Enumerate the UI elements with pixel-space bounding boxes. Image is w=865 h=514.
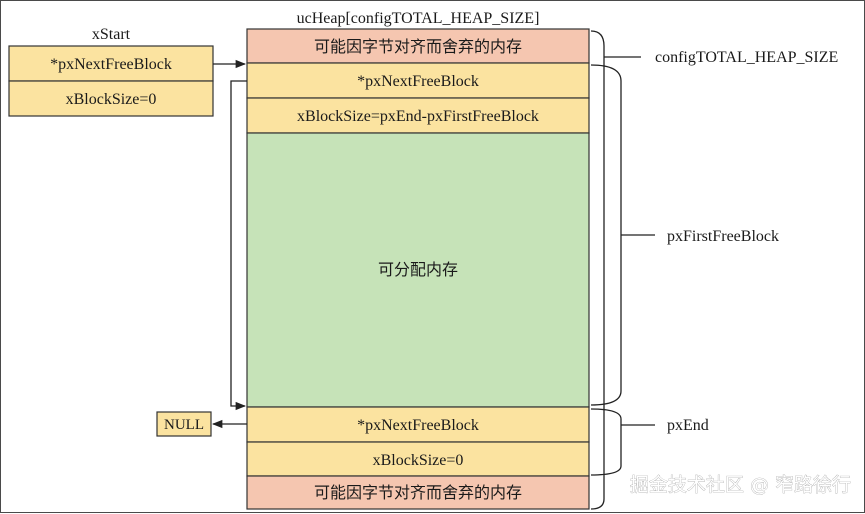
total-size-brace [590,30,605,510]
first-free-brace [590,64,622,406]
heap-first-next [246,62,590,99]
heap-end-size-label: xBlockSize=0 [373,452,464,469]
xstart-size-cell [8,80,214,117]
end-brace [590,408,622,476]
heap-pad-bottom-label: 可能因字节对齐而舍弃的内存 [314,484,522,502]
heap-free-label: 可分配内存 [378,261,458,279]
xstart-next-label: *pxNextFreeBlock [50,56,172,73]
heap-first-next-label: *pxNextFreeBlock [357,73,479,90]
first-free-label: pxFirstFreeBlock [667,228,779,245]
null-label: NULL [164,417,204,433]
heap-first-size-label: xBlockSize=pxEnd-pxFirstFreeBlock [297,108,539,125]
heap-pad-bottom [246,475,590,510]
heap-title: ucHeap[configTOTAL_HEAP_SIZE] [297,10,540,27]
end-label: pxEnd [667,417,709,434]
heap-end-size [246,441,590,477]
null-box [156,411,212,437]
heap-free-area [246,132,590,408]
total-size-label: configTOTAL_HEAP_SIZE [655,49,838,66]
heap-pad-top [246,28,590,64]
xstart-next-cell [8,45,214,82]
xstart-size-label: xBlockSize=0 [66,91,157,108]
xstart-struct: *pxNextFreeBlock xBlockSize=0 [8,45,214,117]
next-block-loop-arrow [230,80,247,411]
watermark: 掘金技术社区 @ 窄路徐行 [630,474,851,496]
heap-pad-top-label: 可能因字节对齐而舍弃的内存 [314,38,522,56]
xstart-title: xStart [92,26,131,43]
heap-array: 可能因字节对齐而舍弃的内存 *pxNextFreeBlock xBlockSiz… [246,28,590,510]
heap-end-next-label: *pxNextFreeBlock [357,417,479,434]
